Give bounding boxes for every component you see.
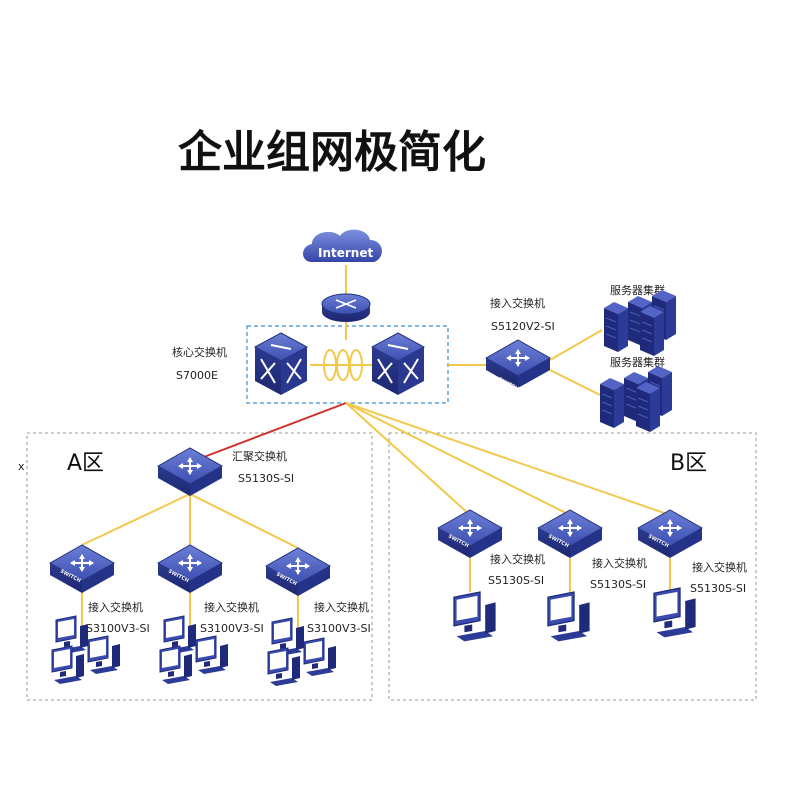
internet-cloud: Internet <box>303 229 382 262</box>
zone-a-access-1-label-model: S3100V3-SI <box>86 622 150 635</box>
edge-router-icon <box>321 293 371 323</box>
zone-b-label: B区 <box>670 451 707 476</box>
zone-b-access-3-label-name: 接入交换机 <box>692 560 747 574</box>
network-links <box>81 265 671 640</box>
zone-a-label: A区 <box>67 451 104 476</box>
core-switch-icon <box>371 332 425 396</box>
zone-b-access-3-label-model: S5130S-SI <box>690 582 746 595</box>
server-cluster-label: 服务器集群 <box>610 283 665 297</box>
aggregation-switch-label-name: 汇聚交换机 <box>232 449 287 463</box>
zone-a-access-3-label-model: S3100V3-SI <box>307 622 371 635</box>
access-switch-top-label-name: 接入交换机 <box>490 296 545 310</box>
access-switch-icon <box>437 509 503 559</box>
page-title: 企业组网极简化 <box>178 127 486 178</box>
access-switch-icon <box>49 544 115 594</box>
zone-b-workstation-2 <box>547 591 591 643</box>
access-switch-icon <box>485 339 551 389</box>
zone-b-workstation-1 <box>453 591 497 643</box>
aggregation-switch-icon <box>157 447 223 497</box>
server-cluster-1: 服务器集群 <box>603 283 677 357</box>
zone-b-workstation-3 <box>653 587 697 639</box>
zone-a-access-2-label-model: S3100V3-SI <box>200 622 264 635</box>
zone-b-access-1-label-model: S5130S-SI <box>488 574 544 587</box>
stack-link-rings <box>323 349 363 381</box>
access-switch-icon <box>265 547 331 597</box>
server-cluster-label: 服务器集群 <box>610 355 665 369</box>
access-switch-icon <box>637 509 703 559</box>
zone-a-access-2-label-name: 接入交换机 <box>204 600 259 614</box>
aggregation-switch-label-model: S5130S-SI <box>238 472 294 485</box>
access-switch-icon <box>537 509 603 559</box>
zone-b-access-2-label-model: S5130S-SI <box>590 578 646 591</box>
access-switch-top-label-model: S5120V2-SI <box>491 320 555 333</box>
zone-a-marker: x <box>18 460 25 473</box>
zone-b-box <box>388 432 757 701</box>
server-cluster-2: 服务器集群 <box>599 355 673 433</box>
access-switch-icon <box>157 544 223 594</box>
zone-a-access-3-label-name: 接入交换机 <box>314 600 369 614</box>
zone-b-access-1-label-name: 接入交换机 <box>490 552 545 566</box>
zone-a-access-1-label-name: 接入交换机 <box>88 600 143 614</box>
core-switch-icon <box>254 332 308 396</box>
zone-b-access-2-label-name: 接入交换机 <box>592 556 647 570</box>
core-switch-label-name: 核心交换机 <box>172 345 227 359</box>
internet-label: Internet <box>318 246 373 260</box>
core-switch-label-model: S7000E <box>176 369 218 382</box>
